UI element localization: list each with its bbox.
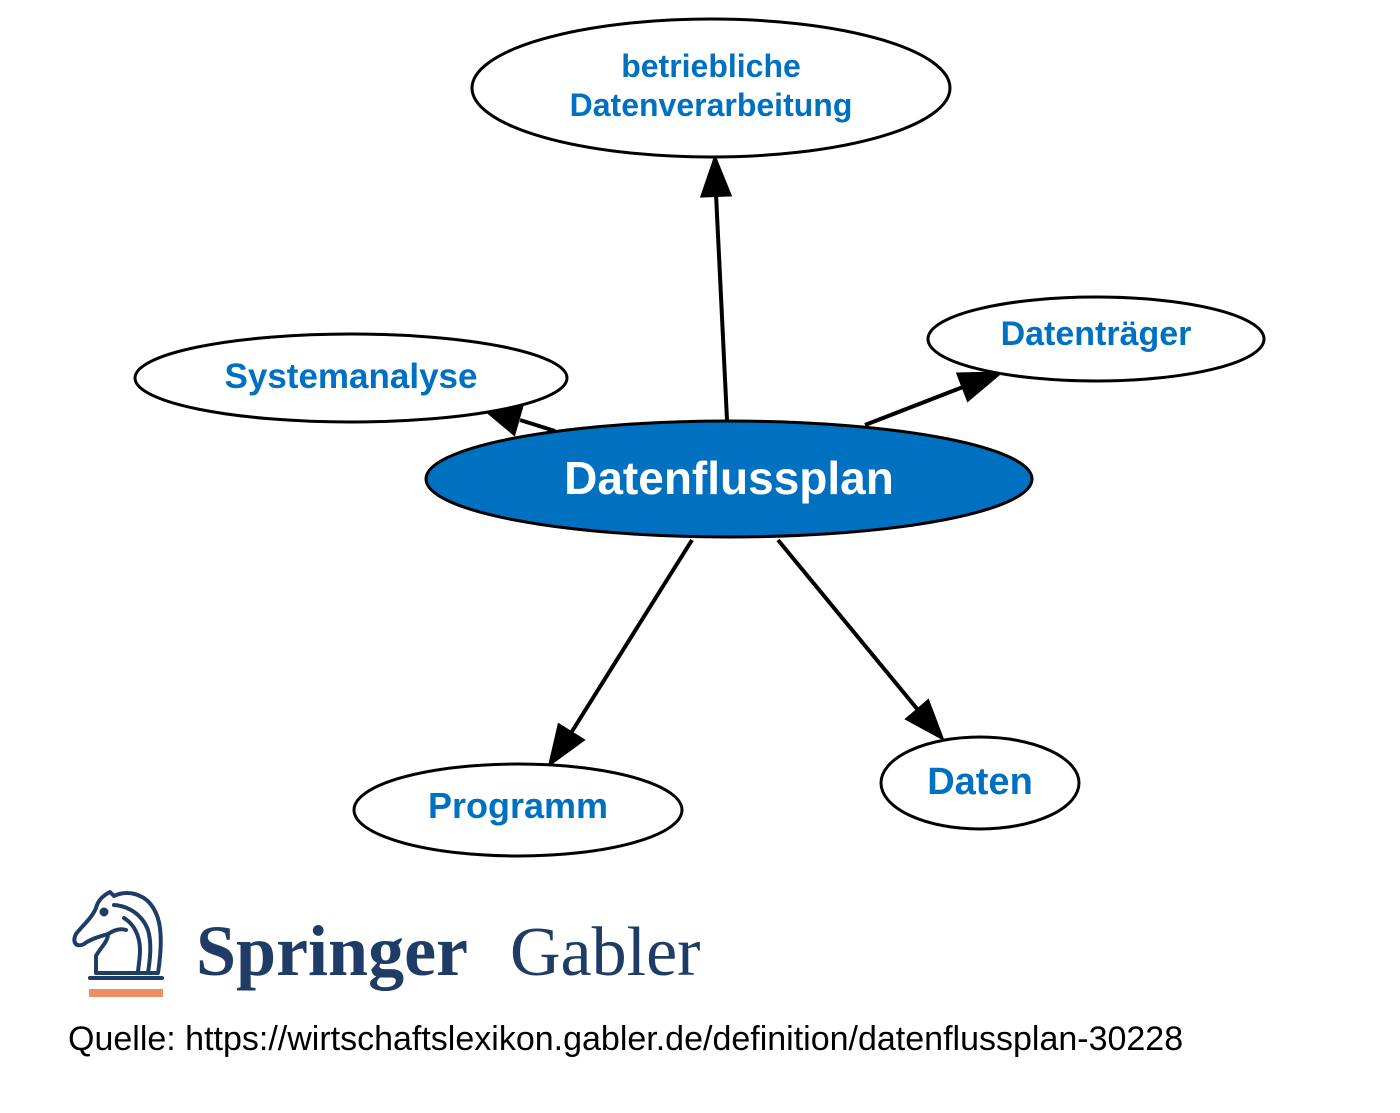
edge-to-betriebliche (714, 193, 729, 421)
logo-underline (89, 989, 163, 997)
node-datentraeger-label: Datenträger (1001, 315, 1192, 353)
springer-gabler-logo: Springer Gabler (72, 890, 700, 997)
node-betriebliche-datenverarbeitung: betriebliche Datenverarbeitung (470, 17, 952, 159)
springer-horse-icon (72, 890, 164, 980)
node-betriebliche-line1: betriebliche (621, 48, 801, 84)
arrowhead-programm (547, 722, 586, 768)
source-citation: Quelle: https://wirtschaftslexikon.gable… (68, 1020, 1184, 1058)
arrowhead-daten (904, 698, 945, 742)
node-center-datenflussplan: Datenflussplan (424, 419, 1034, 539)
edge-to-programm (569, 538, 694, 735)
node-systemanalyse-label: Systemanalyse (225, 357, 478, 396)
node-daten: Daten (879, 735, 1081, 831)
node-programm-label: Programm (428, 785, 608, 826)
node-center-label: Datenflussplan (564, 452, 894, 504)
node-daten-label: Daten (927, 761, 1033, 803)
node-systemanalyse: Systemanalyse (133, 332, 569, 424)
edge-to-datentraeger (864, 385, 964, 427)
node-datentraeger: Datenträger (926, 295, 1266, 383)
arrowhead-datentraeger (955, 371, 1005, 403)
node-betriebliche-line2: Datenverarbeitung (570, 87, 853, 123)
logo-sub-text: Gabler (510, 914, 700, 991)
node-programm: Programm (352, 762, 684, 858)
edge-to-daten (776, 538, 920, 712)
arrowhead-betriebliche (699, 153, 733, 198)
edges (479, 153, 1005, 768)
edge-to-systemanalyse (519, 418, 556, 433)
logo-brand-text: Springer (196, 911, 468, 991)
